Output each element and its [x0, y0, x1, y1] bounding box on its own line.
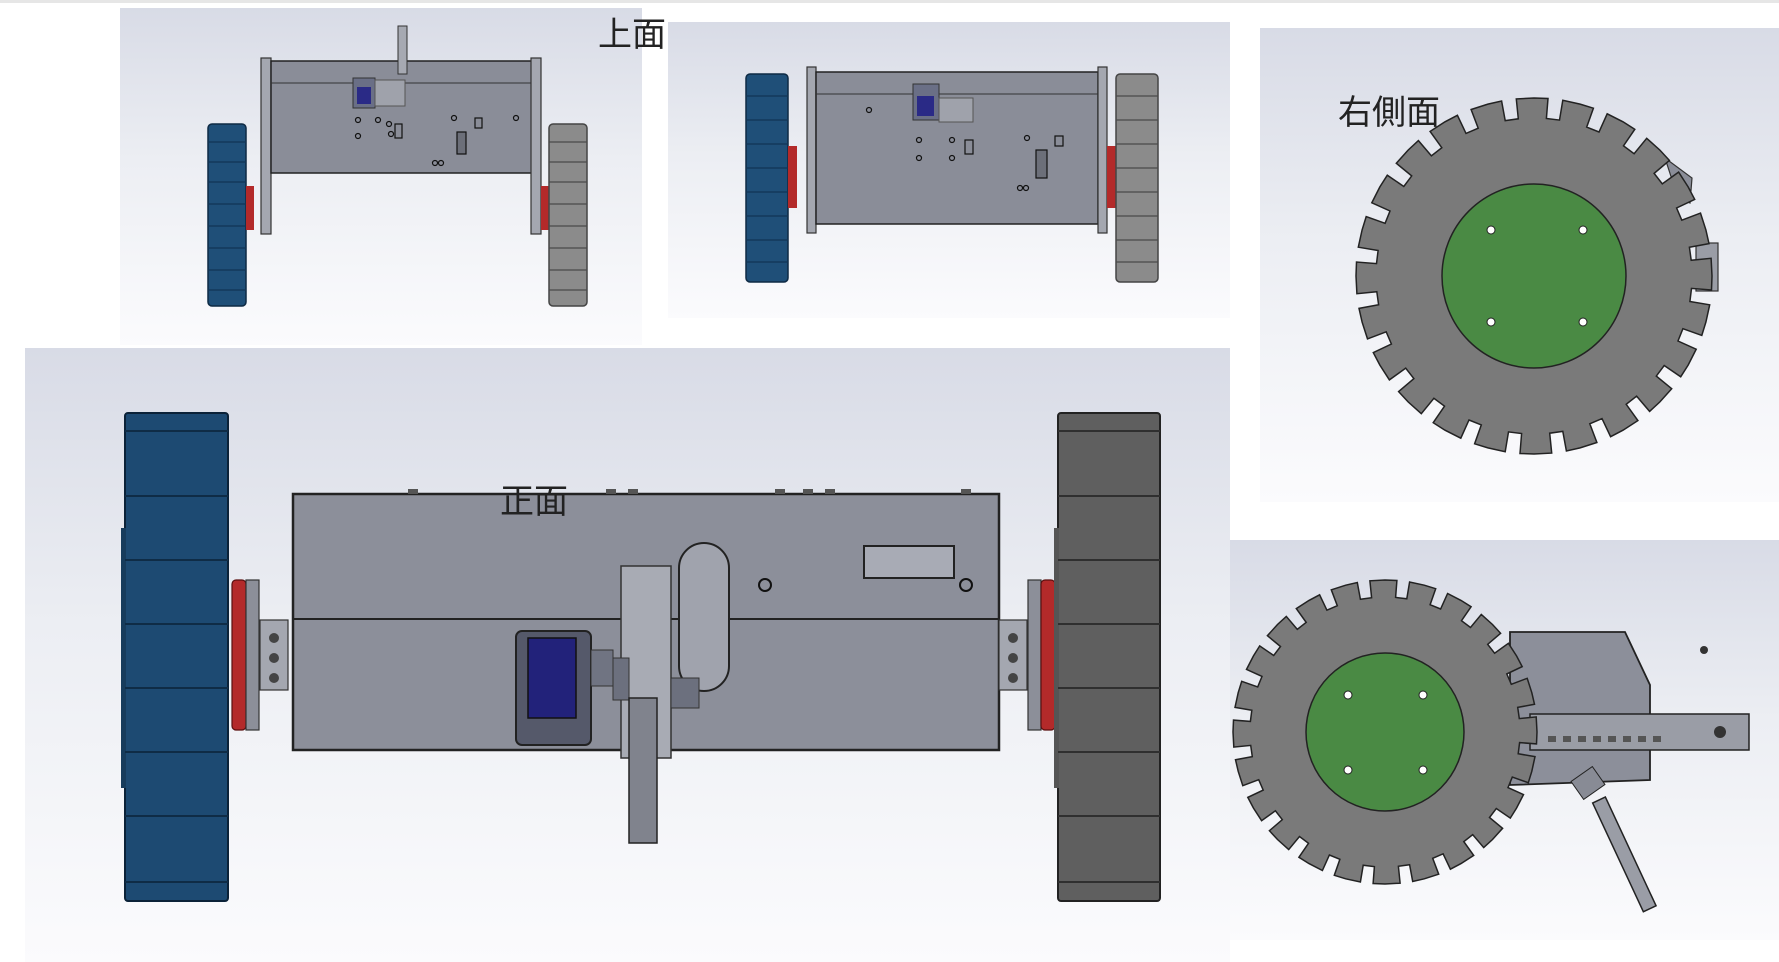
top-border-line [0, 0, 1779, 3]
hole-right [959, 578, 973, 592]
side-view-arm-drawing [1232, 579, 1750, 913]
front-view-panel [25, 348, 1230, 962]
left-bearing [231, 579, 247, 731]
top-view-1-panel [120, 8, 642, 345]
right-side-view-drawing [1355, 97, 1719, 455]
front-view-label: 正面 [500, 482, 568, 522]
right-bearing [1040, 579, 1056, 731]
right-wheel-gray [548, 123, 588, 307]
arm-stem [628, 697, 658, 844]
right-bearing [541, 186, 549, 230]
right-side-view-panel [1260, 28, 1779, 502]
left-wheel-blue [745, 73, 789, 283]
rect-opening [863, 545, 955, 579]
right-side-view-label: 右側面 [1338, 93, 1440, 133]
top-view-2-drawing [745, 66, 1159, 283]
front-view-drawing [121, 412, 1161, 902]
right-bearing [1107, 146, 1116, 208]
right-wheel-gray [1115, 73, 1159, 283]
top-view-1-drawing [207, 25, 588, 307]
right-plate [530, 57, 542, 235]
left-wheel-blue [207, 123, 247, 307]
right-wheel-gray [1054, 412, 1161, 902]
left-plate [806, 66, 817, 234]
left-bearing [788, 146, 797, 208]
top-view-label: 上面 [598, 15, 666, 55]
green-hub [1305, 652, 1465, 812]
right-plate [1097, 66, 1108, 234]
arm-leg [1591, 796, 1658, 913]
slot-opening [678, 542, 730, 692]
chassis-body [270, 60, 539, 174]
chassis-body [815, 71, 1099, 225]
top-mast [397, 25, 408, 75]
top-view-2-panel [668, 22, 1230, 318]
green-hub [1441, 183, 1627, 369]
side-view-arm-panel [1230, 540, 1779, 940]
hole-left [758, 578, 772, 592]
left-bearing [246, 186, 254, 230]
left-wheel-blue [121, 412, 229, 902]
left-plate [260, 57, 272, 235]
